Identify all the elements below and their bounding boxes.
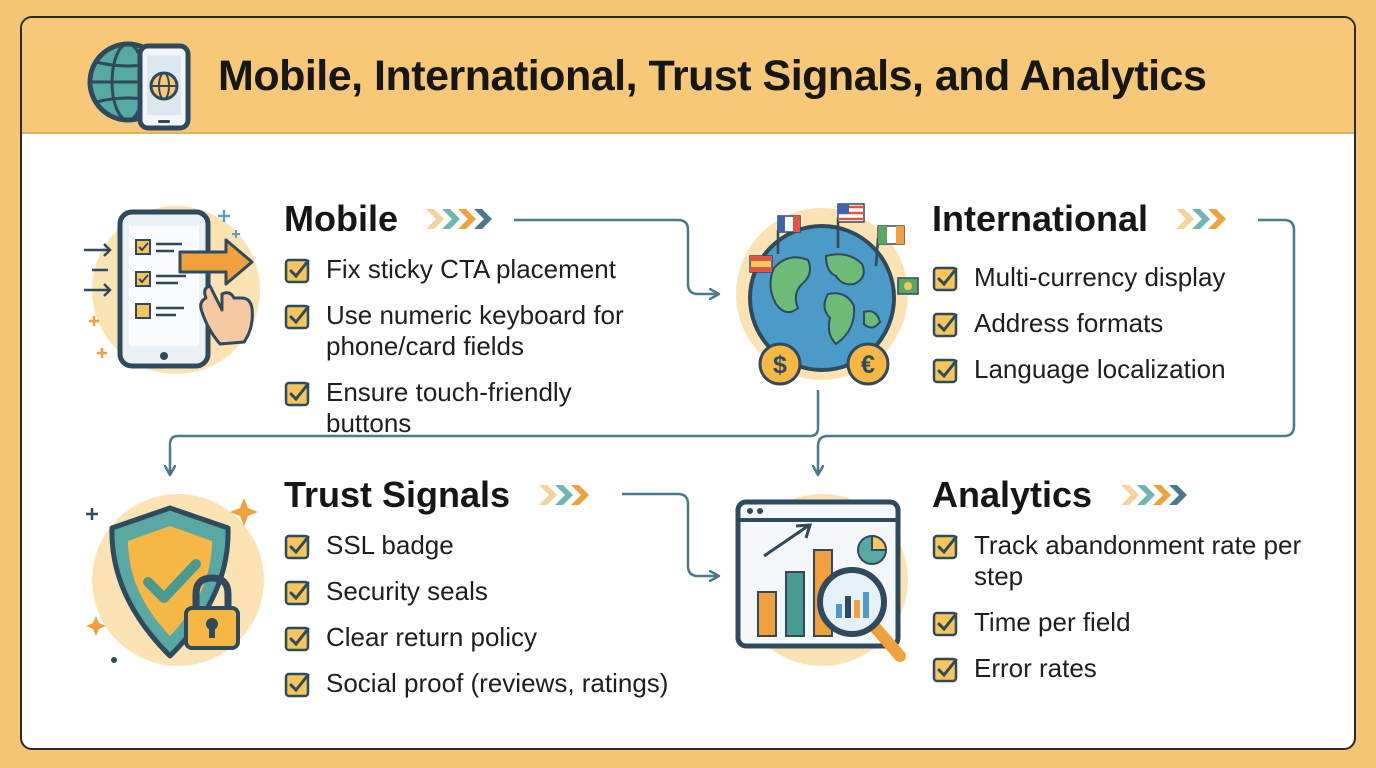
list-item: Security seals <box>284 576 704 607</box>
list-item: Track abandonment rate per step <box>932 530 1302 592</box>
list-item: Use numeric keyboard for phone/card fiel… <box>284 300 644 362</box>
section-trust-signals: Trust Signals SSL badge Security seals C… <box>284 474 704 714</box>
list-item: Language localization <box>932 354 1292 385</box>
section-title-international: International <box>932 198 1149 239</box>
list-item-text: Use numeric keyboard for phone/card fiel… <box>326 300 624 361</box>
list-item: Error rates <box>932 653 1302 684</box>
checklist-international: Multi-currency display Address formats L… <box>932 262 1292 385</box>
list-item-text: Social proof (reviews, ratings) <box>326 668 669 698</box>
checkbox-checked-icon <box>284 381 310 407</box>
section-mobile: Mobile Fix sticky CTA placement Use nume… <box>284 198 644 454</box>
list-item: Multi-currency display <box>932 262 1292 293</box>
euro-symbol: € <box>861 351 875 379</box>
list-item-text: Track abandonment rate per step <box>974 530 1302 591</box>
connector-international-to-analytics <box>818 218 1296 474</box>
list-item-text: Ensure touch-friendly buttons <box>326 377 572 438</box>
list-item-text: SSL badge <box>326 530 454 560</box>
list-item-text: Address formats <box>974 308 1164 338</box>
checkbox-checked-icon <box>284 672 310 698</box>
connector-international-to-trust <box>170 390 820 474</box>
checklist-analytics: Track abandonment rate per step Time per… <box>932 530 1302 684</box>
list-item-text: Language localization <box>974 354 1226 384</box>
chevrons-icon <box>426 209 493 229</box>
page-title: Mobile, International, Trust Signals, an… <box>218 52 1207 100</box>
header-banner: Mobile, International, Trust Signals, an… <box>22 18 1354 134</box>
section-title-analytics: Analytics <box>932 474 1093 515</box>
checkbox-checked-icon <box>932 266 958 292</box>
list-item-text: Error rates <box>974 653 1097 683</box>
dollar-symbol: $ <box>773 351 787 379</box>
list-item: Time per field <box>932 607 1302 638</box>
section-analytics: Analytics Track abandonment rate per ste… <box>932 474 1302 699</box>
checkbox-checked-icon <box>932 534 958 560</box>
list-item: SSL badge <box>284 530 704 561</box>
list-item-text: Clear return policy <box>326 622 537 652</box>
checkbox-checked-icon <box>932 358 958 384</box>
section-title-mobile: Mobile <box>284 198 398 239</box>
checkbox-checked-icon <box>932 657 958 683</box>
checkbox-checked-icon <box>284 258 310 284</box>
phone-checklist-icon <box>84 206 260 374</box>
shield-lock-icon <box>86 494 264 666</box>
checkbox-checked-icon <box>932 312 958 338</box>
dashboard-magnifier-icon <box>735 494 908 666</box>
checklist-trust-signals: SSL badge Security seals Clear return po… <box>284 530 704 699</box>
list-item: Fix sticky CTA placement <box>284 254 644 285</box>
checklist-mobile: Fix sticky CTA placement Use numeric key… <box>284 254 644 439</box>
connector-mobile-to-international <box>514 218 718 294</box>
checkbox-checked-icon <box>932 611 958 637</box>
checkbox-checked-icon <box>284 626 310 652</box>
list-item-text: Time per field <box>974 607 1131 637</box>
chevrons-icon <box>1176 209 1227 229</box>
checkbox-checked-icon <box>284 304 310 330</box>
checkbox-checked-icon <box>284 580 310 606</box>
connector-trust-to-analytics <box>622 492 718 576</box>
checkbox-checked-icon <box>284 534 310 560</box>
section-international: International Multi-currency display Add… <box>932 198 1292 400</box>
list-item: Social proof (reviews, ratings) <box>284 668 704 699</box>
section-title-trust-signals: Trust Signals <box>284 474 511 515</box>
chevrons-icon <box>538 485 589 505</box>
list-item-text: Fix sticky CTA placement <box>326 254 616 284</box>
list-item-text: Multi-currency display <box>974 262 1226 292</box>
list-item-text: Security seals <box>326 576 488 606</box>
infographic-frame: Mobile, International, Trust Signals, an… <box>20 16 1356 750</box>
chevrons-icon <box>1120 485 1187 505</box>
globe-flags-currency-icon: $ € <box>736 203 919 386</box>
list-item: Address formats <box>932 308 1292 339</box>
list-item: Clear return policy <box>284 622 704 653</box>
list-item: Ensure touch-friendly buttons <box>284 377 644 439</box>
globe-phone-icon <box>87 41 191 131</box>
flow-connectors <box>22 218 1296 750</box>
